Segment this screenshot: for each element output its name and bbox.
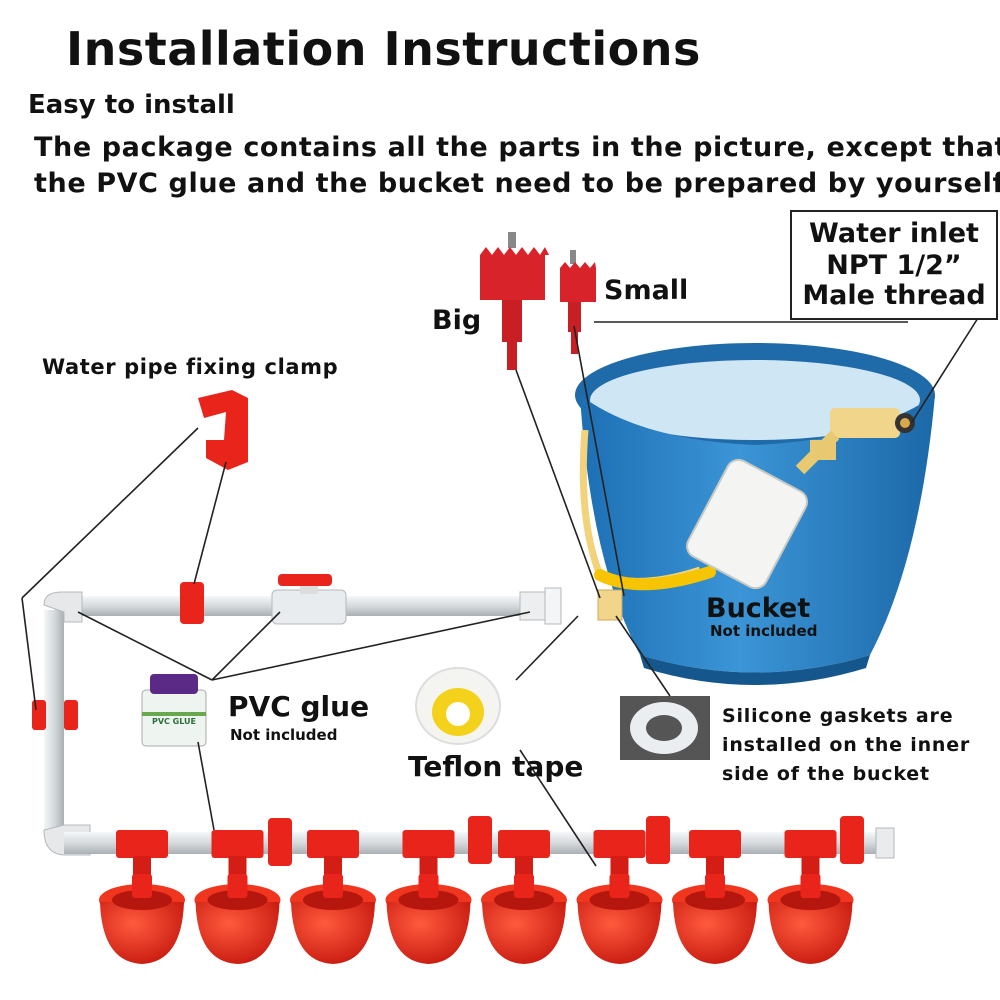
hole-saw-small bbox=[560, 250, 596, 354]
label-bucket-note: Not included bbox=[710, 622, 818, 640]
label-pvc-glue-note: Not included bbox=[230, 726, 338, 744]
leader-lines bbox=[21, 317, 979, 867]
label-small-hole-saw: Small bbox=[604, 275, 689, 306]
label-big-hole-saw: Big bbox=[432, 305, 482, 336]
drinker-cup bbox=[194, 830, 281, 964]
pipe-adapter bbox=[519, 587, 562, 625]
drinker-cup bbox=[767, 830, 854, 964]
bucket-connector bbox=[597, 589, 623, 621]
description-line-1: The package contains all the parts in th… bbox=[34, 132, 1000, 163]
water-inlet-line-2: NPT 1/2” bbox=[826, 250, 962, 281]
float-valve bbox=[686, 408, 915, 590]
pipe-clamp-large bbox=[198, 390, 248, 470]
drinker-cup bbox=[99, 830, 185, 964]
label-water-pipe-clamp: Water pipe fixing clamp bbox=[42, 355, 339, 379]
drinker-cup bbox=[481, 830, 567, 964]
drinker-cup bbox=[576, 830, 663, 964]
pipe-clamp-small bbox=[32, 582, 864, 866]
water-inlet-line-1: Water inlet bbox=[809, 218, 979, 249]
label-bucket: Bucket bbox=[706, 593, 811, 624]
pvc-glue-can: PVC GLUE bbox=[141, 674, 207, 747]
drinker-cup bbox=[672, 830, 758, 964]
drinker-cups bbox=[99, 830, 854, 964]
description-line-2: the PVC glue and the bucket need to be p… bbox=[34, 168, 1000, 199]
silicone-gasket-photo bbox=[620, 696, 710, 760]
label-pvc-glue: PVC glue bbox=[228, 690, 370, 723]
gasket-note-line-1: Silicone gaskets are bbox=[722, 705, 954, 727]
ball-valve bbox=[271, 574, 347, 625]
label-teflon-tape: Teflon tape bbox=[408, 750, 584, 783]
page-title: Installation Instructions bbox=[66, 22, 701, 76]
gasket-note-line-3: side of the bucket bbox=[722, 763, 930, 785]
drinker-cup bbox=[290, 830, 376, 964]
water-inlet-callout: Water inlet NPT 1/2” Male thread bbox=[790, 210, 998, 320]
hole-saw-big bbox=[480, 232, 549, 370]
glue-can-label: PVC GLUE bbox=[152, 717, 196, 726]
gasket-note-line-2: installed on the inner bbox=[722, 734, 971, 756]
drinker-cup bbox=[385, 830, 472, 964]
water-inlet-line-3: Male thread bbox=[802, 280, 986, 311]
gasket-note: Silicone gaskets are installed on the in… bbox=[722, 702, 970, 789]
page-subtitle: Easy to install bbox=[28, 90, 235, 120]
teflon-tape bbox=[415, 667, 501, 745]
